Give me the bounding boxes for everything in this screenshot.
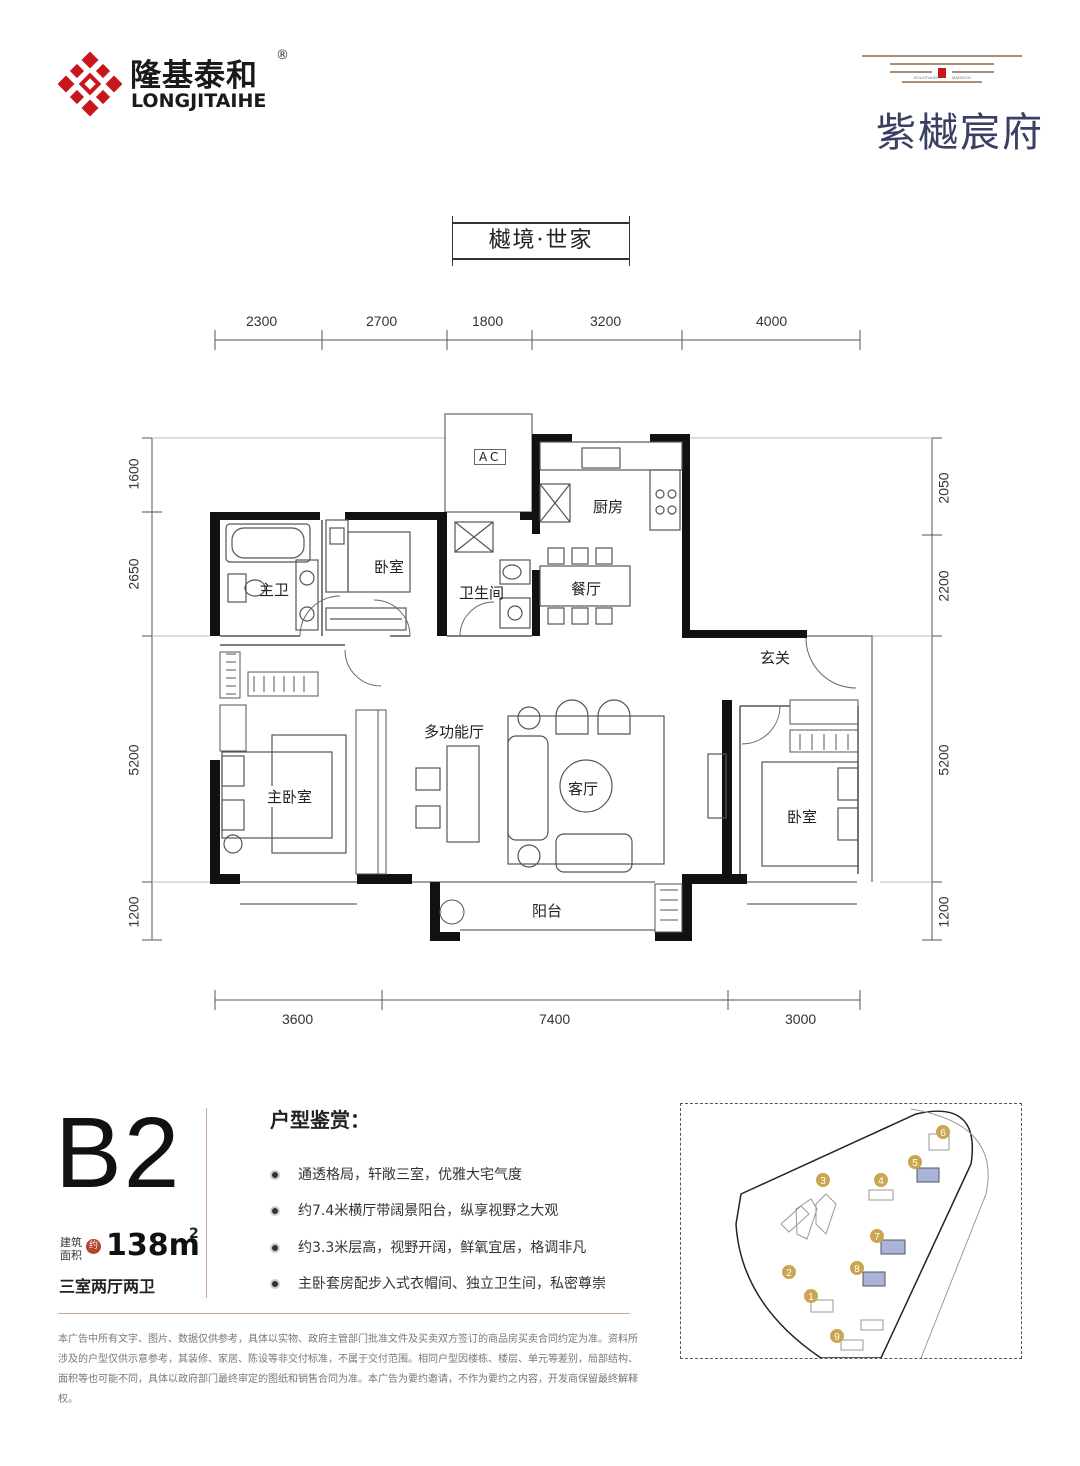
- area-badge: 约: [86, 1239, 101, 1254]
- dim-top-5: 4000: [756, 313, 788, 329]
- dim-top-1: 2300: [246, 313, 278, 329]
- site-building-label: 6: [940, 1128, 946, 1139]
- feature-item: 通透格局，轩敞三室，优雅大宅气度: [270, 1164, 522, 1184]
- living-furniture: [507, 699, 727, 873]
- bathroom-fixtures: [454, 521, 531, 629]
- divider-vertical: [206, 1108, 207, 1298]
- room-living: 客厅: [568, 780, 599, 798]
- dim-top-3: 1800: [472, 313, 504, 329]
- dim-left-2: 2650: [125, 558, 142, 590]
- dim-left-4: 1200: [125, 896, 142, 928]
- walls: [210, 434, 807, 941]
- layout-type: 三室两厅两卫: [59, 1277, 156, 1296]
- brand-name-en: LONGJITAIHE: [131, 90, 267, 112]
- site-building-label: 1: [808, 1292, 814, 1303]
- area-unit-sup: 2: [189, 1226, 199, 1242]
- doors: [299, 595, 857, 745]
- room-bedroom-top: 卧室: [374, 558, 405, 576]
- site-building-label: 5: [912, 1158, 918, 1169]
- balcony: [439, 883, 683, 933]
- right-bed: [761, 761, 859, 867]
- area-label: 建筑面积: [60, 1236, 82, 1262]
- dim-left-3: 5200: [125, 744, 142, 776]
- site-building-label: 8: [854, 1264, 860, 1275]
- dim-top-4: 3200: [590, 313, 622, 329]
- site-plan: 6 3 4 5 7 8 2 1 9: [680, 1103, 1022, 1359]
- bullet-icon: [270, 1206, 280, 1216]
- closet-hangers: [226, 653, 849, 750]
- project-name: 紫樾宸府: [876, 110, 1044, 156]
- features-title: 户型鉴赏：: [270, 1108, 370, 1132]
- project-tagline-left: BOULEVARD: [914, 75, 938, 80]
- project-tagline-right: MANSION: [952, 75, 971, 80]
- site-building-label: 7: [874, 1232, 880, 1243]
- room-ac: AC: [474, 449, 507, 465]
- room-master-bath: 主卫: [259, 581, 290, 599]
- dim-right-1: 2050: [935, 472, 952, 504]
- dim-bottom-3: 3000: [785, 1011, 817, 1027]
- dim-right-3: 5200: [935, 744, 952, 776]
- unit-code: B2: [55, 1097, 182, 1209]
- dimension-lines: [142, 330, 942, 1010]
- bullet-icon: [270, 1279, 280, 1289]
- dim-top-2: 2700: [366, 313, 398, 329]
- floor-plan: [142, 330, 942, 1010]
- feature-item: 约7.4米横厅带阔景阳台，纵享视野之大观: [270, 1200, 558, 1220]
- divider-horizontal: [58, 1313, 630, 1314]
- kitchen-fixtures: [539, 441, 683, 531]
- site-building-label: 2: [786, 1268, 792, 1279]
- registered-mark: ®: [276, 48, 289, 63]
- dim-left-1: 1600: [125, 458, 142, 490]
- area-value: 138m: [106, 1228, 200, 1263]
- room-dining: 餐厅: [569, 578, 604, 599]
- room-kitchen: 厨房: [593, 498, 624, 516]
- site-building-label: 9: [834, 1332, 840, 1343]
- room-bathroom: 卫生间: [459, 584, 505, 602]
- room-balcony: 阳台: [532, 902, 563, 920]
- dining-table: [539, 547, 631, 625]
- dim-right-4: 1200: [935, 896, 952, 928]
- brand-logo-icon: [58, 52, 122, 116]
- walk-in-closet: [219, 651, 859, 875]
- site-building-label: 4: [878, 1176, 884, 1187]
- room-entrance: 玄关: [760, 649, 791, 667]
- site-plan-map: 6 3 4 5 7 8 2 1 9: [735, 1108, 989, 1359]
- brand-name-cn: 隆基泰和: [130, 58, 258, 94]
- room-multi-hall: 多功能厅: [424, 723, 485, 741]
- feature-item: 主卧套房配步入式衣帽间、独立卫生间，私密尊崇: [270, 1273, 606, 1293]
- disclaimer: 本广告中所有文字、图片、数据仅供参考，具体以实物、政府主管部门批准文件及买卖双方…: [58, 1334, 638, 1405]
- dim-bottom-1: 3600: [282, 1011, 314, 1027]
- bullet-icon: [270, 1170, 280, 1180]
- bullet-icon: [270, 1243, 280, 1253]
- dim-right-2: 2200: [935, 570, 952, 602]
- dim-bottom-2: 7400: [539, 1011, 571, 1027]
- project-logo-icon: BOULEVARD MANSION: [862, 55, 1022, 83]
- room-master-bedroom: 主卧室: [265, 786, 315, 807]
- multi-hall-furniture: [415, 745, 480, 843]
- site-building-label: 3: [820, 1176, 826, 1187]
- master-bath-fixtures: [225, 523, 319, 631]
- room-bedroom-right: 卧室: [785, 806, 820, 827]
- feature-item: 约3.3米层高，视野开阔，鲜氧宜居，格调非凡: [270, 1237, 586, 1257]
- series-banner: 樾境·世家: [452, 216, 630, 266]
